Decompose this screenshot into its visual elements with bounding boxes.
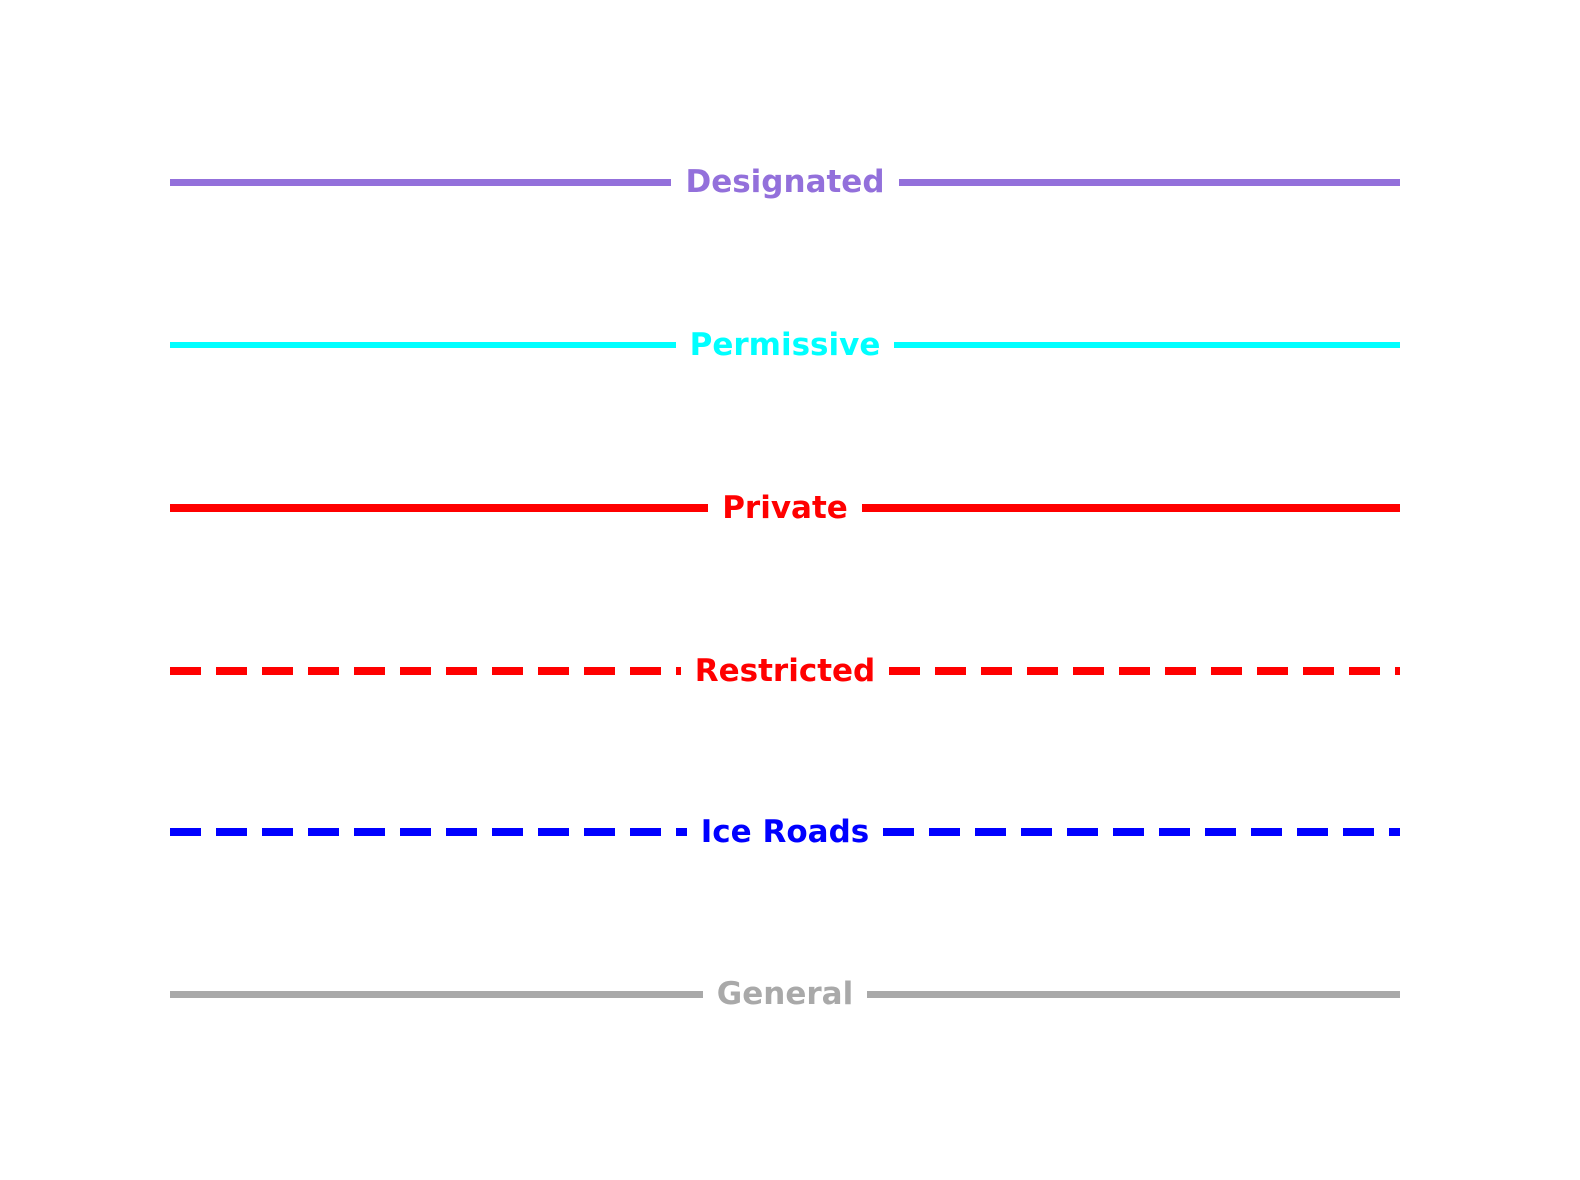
line-sample-right: [867, 990, 1400, 998]
legend-row-restricted: Restricted: [170, 649, 1400, 693]
legend-row-ice-roads: Ice Roads: [170, 810, 1400, 854]
line-sample-left: [170, 504, 709, 512]
line-sample-right: [883, 828, 1400, 836]
legend-label-private: Private: [722, 490, 848, 526]
legend-row-general: General: [170, 972, 1400, 1016]
line-sample-left: [170, 342, 676, 348]
line-sample-right: [898, 178, 1400, 186]
legend-label-designated: Designated: [685, 164, 885, 200]
line-sample-left: [170, 990, 703, 998]
legend-row-permissive: Permissive: [170, 323, 1401, 367]
line-sample-left: [170, 828, 687, 836]
legend-label-permissive: Permissive: [689, 327, 881, 363]
line-sample-left: [170, 178, 672, 186]
line-sample-right: [894, 342, 1401, 348]
line-sample-right: [889, 667, 1400, 675]
legend-row-designated: Designated: [170, 160, 1400, 204]
legend-label-ice-roads: Ice Roads: [700, 814, 870, 850]
line-sample-left: [170, 667, 681, 675]
legend-label-restricted: Restricted: [694, 653, 876, 689]
line-sample-right: [861, 504, 1401, 512]
legend-row-private: Private: [170, 486, 1401, 530]
legend-label-general: General: [716, 976, 854, 1012]
